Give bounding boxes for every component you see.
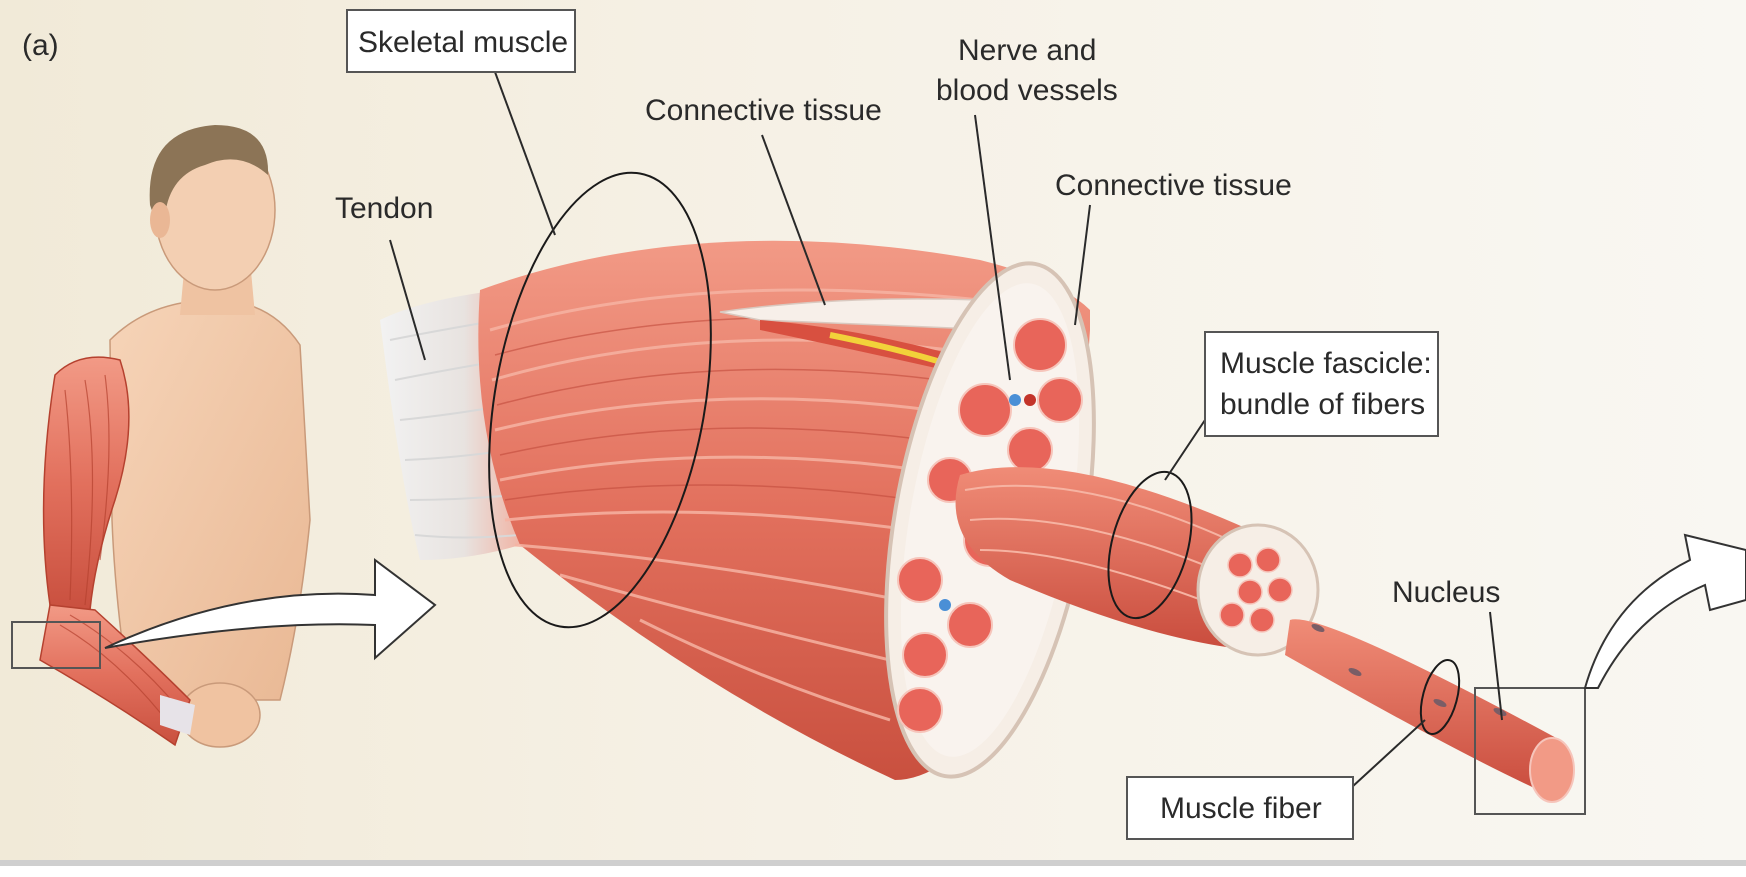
connective-tissue-label-outer: Connective tissue — [645, 94, 882, 127]
muscle-fascicle-label-line1: Muscle fascicle: — [1220, 347, 1432, 380]
nerve-blood-vessels-label-line2: blood vessels — [936, 74, 1118, 107]
nerve-blood-vessels-label-line1: Nerve and — [958, 34, 1096, 67]
vessel-dot — [1009, 394, 1021, 406]
vessel-dot-red — [1024, 394, 1036, 406]
zoom-arrow-2 — [1585, 535, 1746, 688]
connective-tissue-label-inner: Connective tissue — [1055, 169, 1292, 202]
bottom-border — [0, 860, 1746, 866]
ear — [150, 202, 170, 238]
panel-letter: (a) — [22, 29, 59, 62]
muscle-fascicle-label-line2: bundle of fibers — [1220, 388, 1425, 421]
skeletal-muscle-label: Skeletal muscle — [358, 26, 568, 59]
nucleus-label: Nucleus — [1392, 576, 1500, 609]
human-figure — [12, 125, 310, 747]
tendon-label: Tendon — [335, 192, 433, 225]
fiber-body — [1285, 619, 1560, 795]
fiber-end — [1530, 738, 1574, 802]
muscle-fiber-label: Muscle fiber — [1160, 792, 1322, 825]
vessel-dot — [939, 599, 951, 611]
